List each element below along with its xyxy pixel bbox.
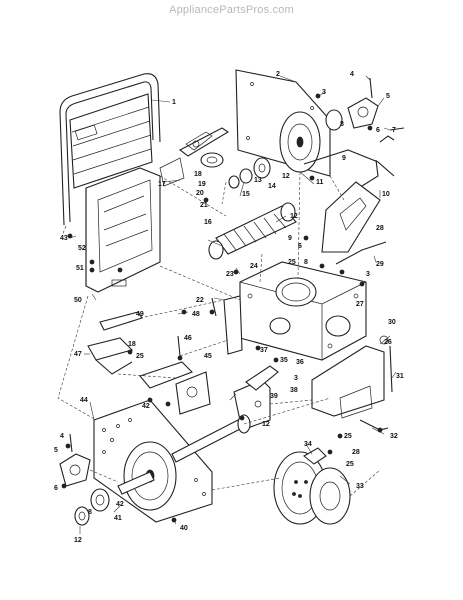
callout: 17: [158, 181, 166, 188]
callout: 11: [316, 179, 324, 186]
callout: 51: [76, 265, 84, 272]
callout: 12: [282, 173, 290, 180]
callout: 4: [60, 433, 64, 440]
callout: 3: [294, 375, 298, 382]
lower-bushing-part: [74, 488, 110, 526]
callout: 12: [262, 421, 270, 428]
callout: 3: [366, 271, 370, 278]
callout: 50: [74, 297, 82, 304]
callout: 18: [128, 341, 136, 348]
shift-rod-part: [303, 135, 395, 177]
callout: 25: [346, 461, 354, 468]
bracket-assembly-part: [159, 127, 230, 187]
callout: 47: [74, 351, 82, 358]
handle-frame-part: [59, 73, 161, 226]
callout: 16: [204, 219, 212, 226]
mounting-bracket-part: [139, 335, 211, 415]
callout: 40: [180, 525, 188, 532]
callout: 2: [276, 71, 280, 78]
callout: 29: [376, 261, 384, 268]
callout: 1: [172, 99, 176, 106]
callout: 25: [136, 353, 144, 360]
callout: 28: [352, 449, 360, 456]
callout: 28: [376, 225, 384, 232]
callout: 9: [288, 235, 292, 242]
callout: 9: [342, 155, 346, 162]
callout: 48: [192, 311, 200, 318]
watermark: AppliancePartsPros.com: [169, 4, 294, 16]
callout: 34: [304, 441, 312, 448]
callout: 8: [340, 121, 344, 128]
right-frame-part: [311, 335, 393, 431]
callout: 14: [268, 183, 276, 190]
fasteners: [61, 93, 383, 523]
callout: 22: [196, 297, 204, 304]
callout: 6: [376, 127, 380, 134]
callout: 41: [114, 515, 122, 522]
callout: 39: [270, 393, 278, 400]
callout: 37: [260, 347, 268, 354]
callout: 32: [390, 433, 398, 440]
callout: 42: [142, 403, 150, 410]
callout: 12: [74, 537, 82, 544]
callout: 33: [356, 483, 364, 490]
bellows-boot-part: [208, 202, 297, 260]
callout: 45: [204, 353, 212, 360]
callout: 38: [290, 387, 298, 394]
callout: 19: [198, 181, 206, 188]
callout: 52: [78, 245, 86, 252]
clip-bracket-part: [303, 447, 327, 465]
callout: 5: [54, 447, 58, 454]
bearing-flange-part: [325, 77, 405, 131]
gearbox-plate-part: [93, 399, 213, 523]
callout: 10: [382, 191, 390, 198]
callout: 36: [296, 359, 304, 366]
callout: 18: [194, 171, 202, 178]
callout: 21: [200, 202, 208, 209]
callout: 12: [290, 213, 298, 220]
callout: 43: [60, 235, 68, 242]
callout: 8: [88, 509, 92, 516]
friction-wheel-part: [273, 451, 351, 525]
callout: 31: [396, 373, 404, 380]
lever-arm-part: [87, 311, 143, 375]
main-housing-part: [239, 261, 367, 361]
shift-lever-plate-part: [321, 159, 381, 253]
callout: 25: [288, 259, 296, 266]
callout: 30: [388, 319, 396, 326]
callout: 24: [250, 263, 258, 270]
bearing-stack-part: [228, 157, 271, 189]
assembly-lines: [57, 171, 381, 497]
callout: 42: [116, 501, 124, 508]
callout: 13: [254, 177, 262, 184]
callout: 3: [322, 89, 326, 96]
callout: 27: [356, 301, 364, 308]
callout: 26: [384, 339, 392, 346]
drum-disc-part: [279, 111, 321, 173]
lower-flange-part: [59, 433, 91, 487]
callout: 35: [280, 357, 288, 364]
callout: 6: [298, 243, 302, 250]
rear-housing-part: [85, 167, 161, 293]
linkage-rod-part: [335, 241, 387, 265]
leader-lines: [69, 75, 397, 534]
callout: 25: [344, 433, 352, 440]
callout: 4: [350, 71, 354, 78]
left-bracket-part: [211, 295, 243, 355]
callout: 20: [196, 190, 204, 197]
callout: 15: [242, 191, 250, 198]
callout-labels: 1 2 3 4 5 6 7 8 9 10 11 12 13 14 15 16 1…: [54, 71, 404, 544]
callout: 5: [386, 93, 390, 100]
callout: 44: [80, 397, 88, 404]
callout: 23: [226, 271, 234, 278]
callout: 46: [184, 335, 192, 342]
callout: 6: [54, 485, 58, 492]
callout: 49: [136, 311, 144, 318]
callout: 7: [392, 127, 396, 134]
callout: 8: [304, 259, 308, 266]
